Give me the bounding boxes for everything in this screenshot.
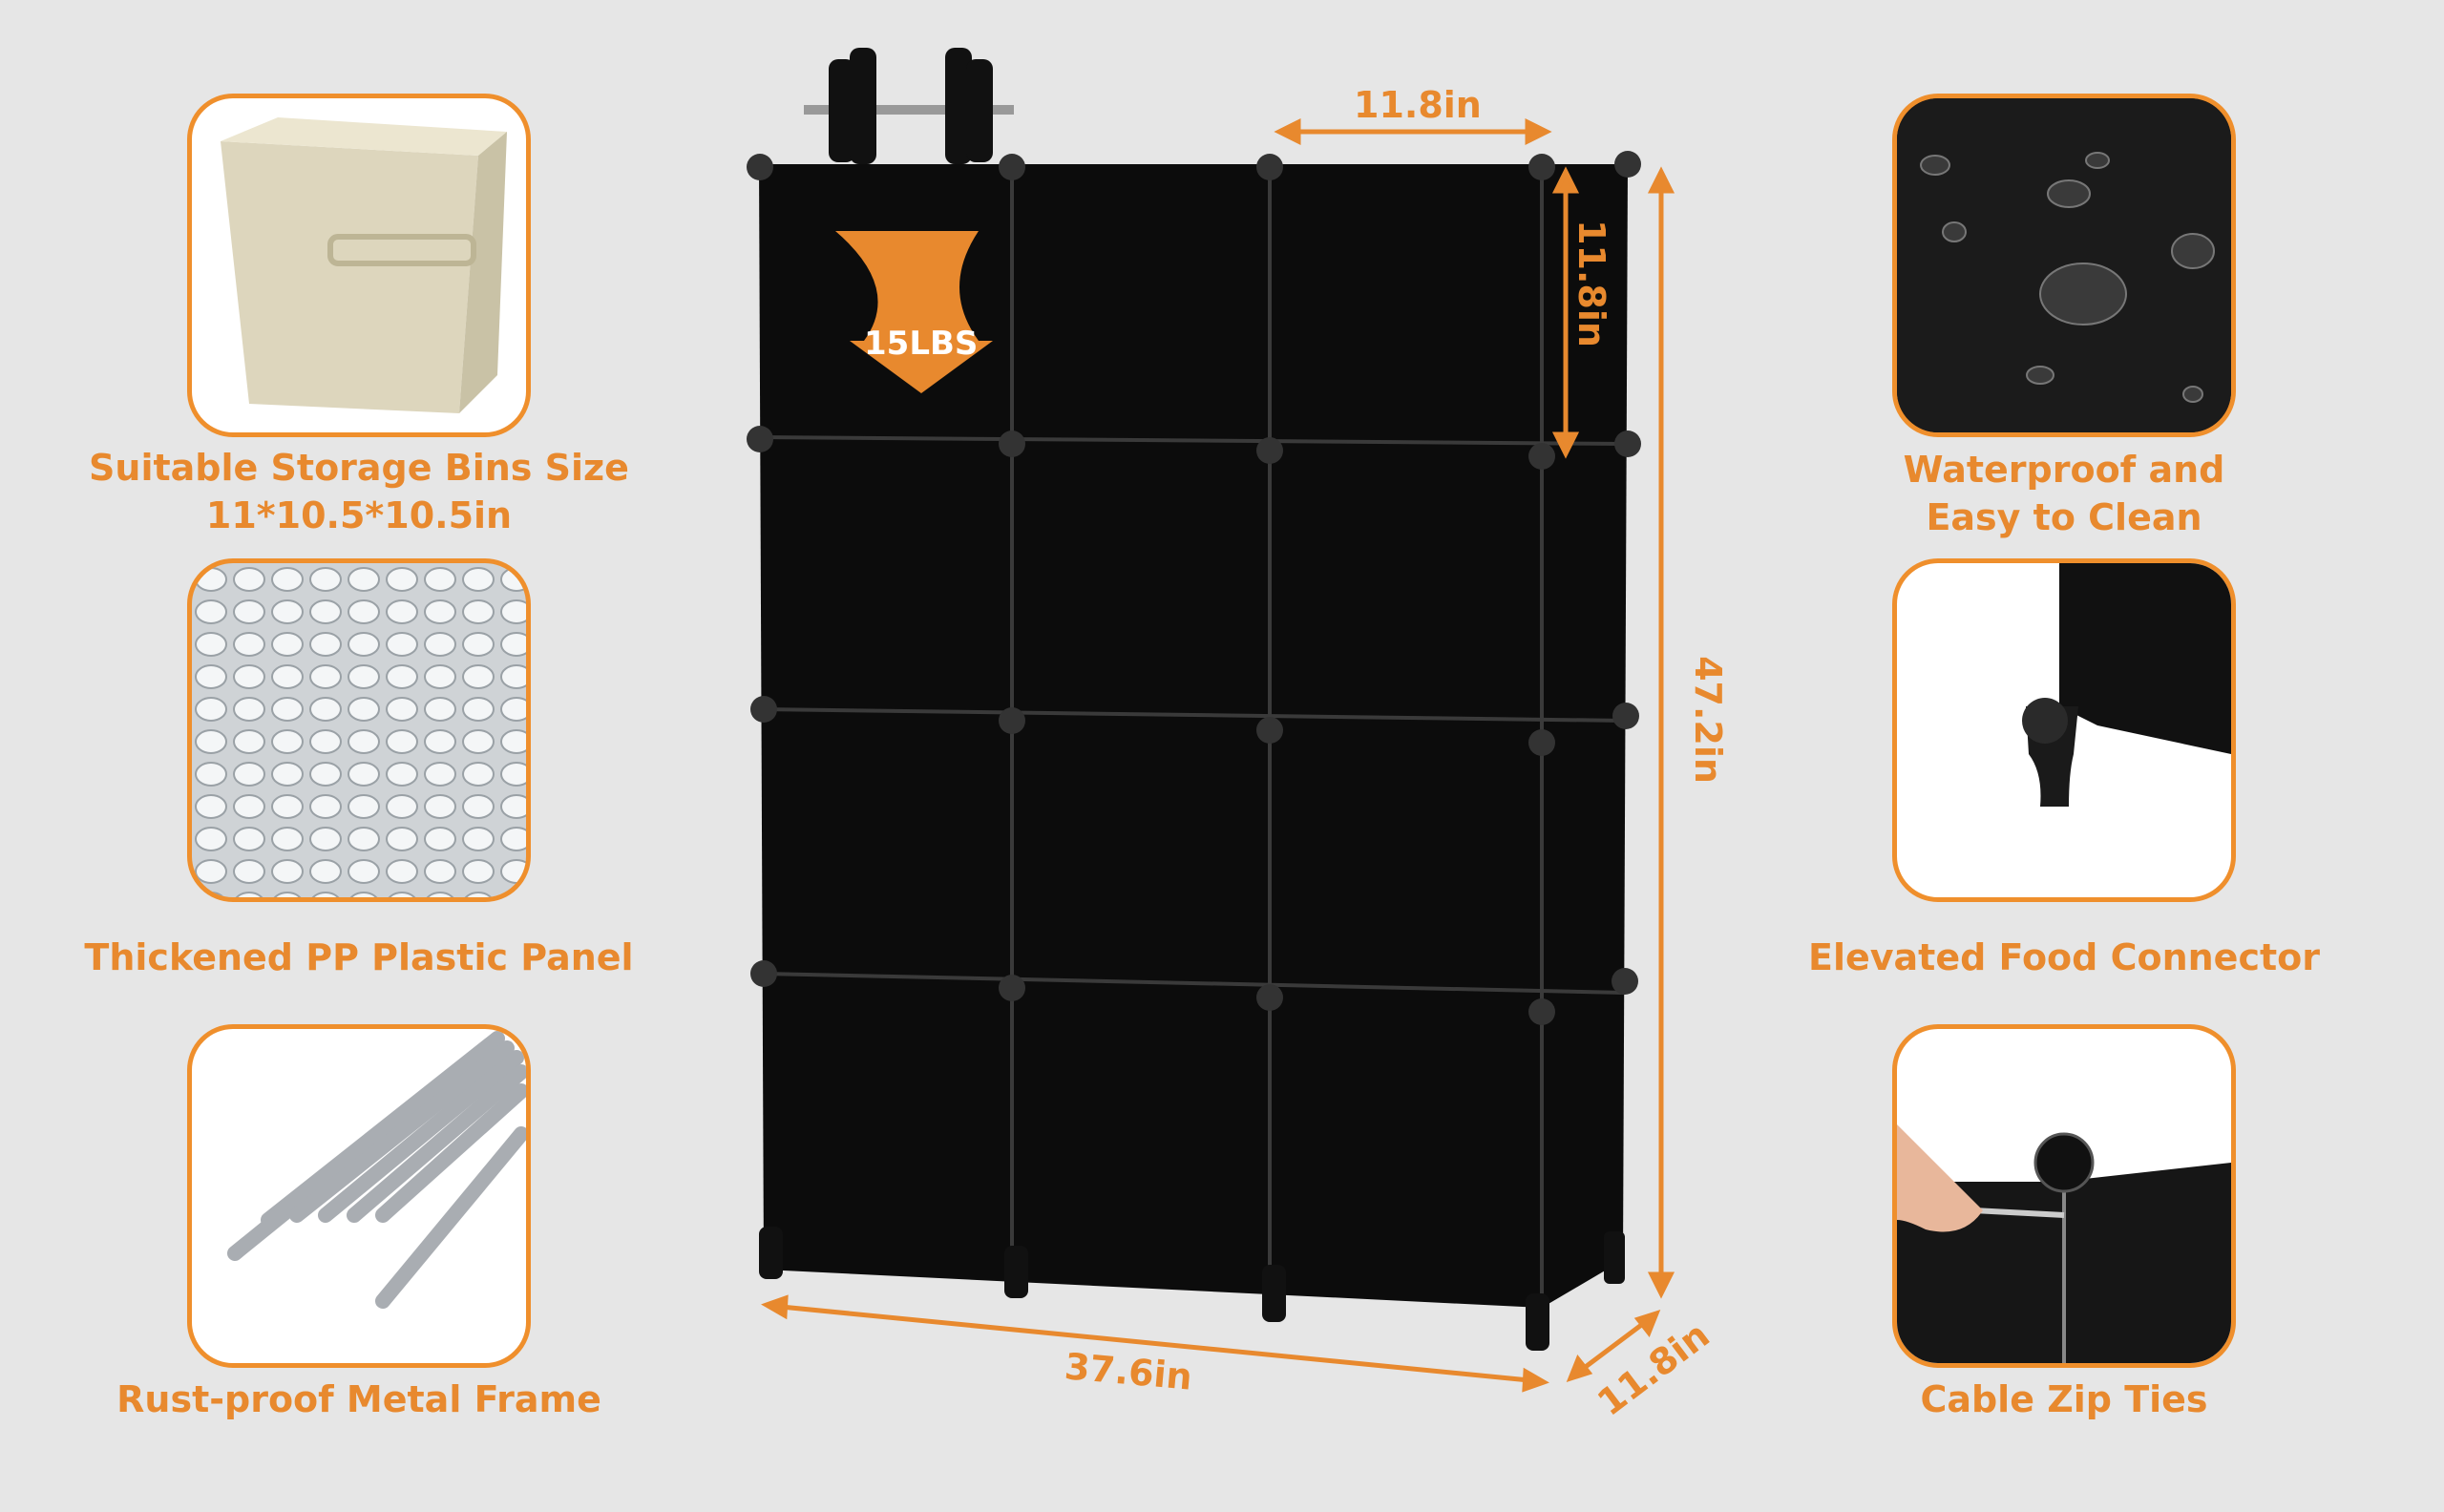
elevated-foot-box bbox=[1892, 558, 2236, 902]
metal-rods-image bbox=[227, 1031, 526, 1309]
waterproof-box bbox=[1892, 94, 2236, 437]
caption-line: Rust-proof Metal Frame bbox=[116, 1378, 601, 1420]
metal-frame-box bbox=[187, 1024, 531, 1368]
cube-width-label: 11.8in bbox=[1354, 84, 1482, 126]
caption-line: Easy to Clean bbox=[1926, 496, 2202, 538]
plastic-pellets-image bbox=[192, 563, 526, 897]
caption-line: Elevated Food Connector bbox=[1807, 936, 2320, 978]
shelf-foot-image bbox=[2022, 563, 2231, 807]
pp-panel-box bbox=[187, 558, 531, 902]
zip-tie-box bbox=[1892, 1024, 2236, 1368]
total-height-label: 47.2in bbox=[1686, 656, 1729, 784]
storage-bin-caption: Suitable Storage Bins Size 11*10.5*10.5in bbox=[25, 444, 693, 539]
zip-tie-connector-image bbox=[1897, 1124, 2231, 1363]
fabric-bin-image bbox=[221, 117, 507, 413]
storage-bin-box bbox=[187, 94, 531, 437]
dumbbell-icon bbox=[804, 48, 1014, 164]
caption-line: Thickened PP Plastic Panel bbox=[84, 936, 634, 978]
caption-line: Suitable Storage Bins Size bbox=[89, 447, 629, 489]
caption-line: Waterproof and bbox=[1903, 449, 2225, 491]
elevated-foot-caption: Elevated Food Connector bbox=[1730, 934, 2398, 981]
metal-frame-caption: Rust-proof Metal Frame bbox=[25, 1376, 693, 1423]
pp-panel-caption: Thickened PP Plastic Panel bbox=[25, 934, 693, 981]
caption-line: 11*10.5*10.5in bbox=[205, 494, 513, 536]
water-droplets-image bbox=[1897, 98, 2231, 432]
cube-height-label: 11.8in bbox=[1570, 220, 1612, 347]
load-capacity-label: 15LBS bbox=[864, 325, 979, 363]
caption-line: Cable Zip Ties bbox=[1920, 1378, 2208, 1420]
zip-tie-caption: Cable Zip Ties bbox=[1730, 1376, 2398, 1423]
weight-arrow-icon bbox=[835, 231, 993, 393]
